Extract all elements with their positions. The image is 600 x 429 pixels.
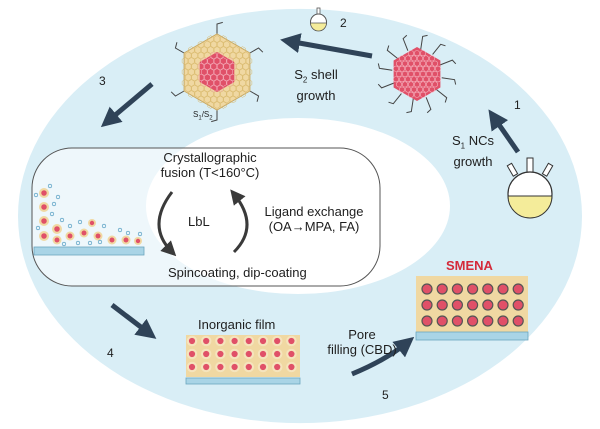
small-flask-icon [310,7,327,32]
flask-icon [506,157,554,219]
step-5-label: Pore filling (CBD) [327,327,397,357]
lbl-label: LbL [188,214,210,229]
step-number-2: 2 [340,16,347,30]
smena-film [415,276,529,341]
step-1-label: S1 NCs growth [451,133,494,169]
smena-label: SMENA [446,258,493,273]
fusion-label: Crystallographic fusion (T<160°C) [160,150,260,180]
step-2-label: S2 shell growth [294,67,338,103]
step-number-5: 5 [382,388,389,402]
deposition-label: Spincoating, dip-coating [168,265,307,280]
arrow-step-4 [110,303,157,339]
arrow-step-5 [351,336,415,377]
step-number-4: 4 [107,346,114,360]
step-number-3: 3 [99,74,106,88]
arrow-step-3 [100,82,154,128]
arrow-step-2 [280,33,373,59]
inorganic-film [185,335,301,385]
step-number-1: 1 [514,98,521,112]
inorganic-film-label: Inorganic film [198,317,276,332]
s1-nanocrystal [377,34,457,114]
lbl-arrow-left [157,191,177,257]
core-shell-nanocrystal [170,21,264,123]
arrow-step-1 [488,109,521,154]
ligand-exchange-label: Ligand exchange (OA→MPA, FA) [264,204,364,234]
lbl-arrow-right [230,189,249,254]
core-shell-label: S1/S2 [193,110,213,122]
lbl-film [33,183,145,256]
